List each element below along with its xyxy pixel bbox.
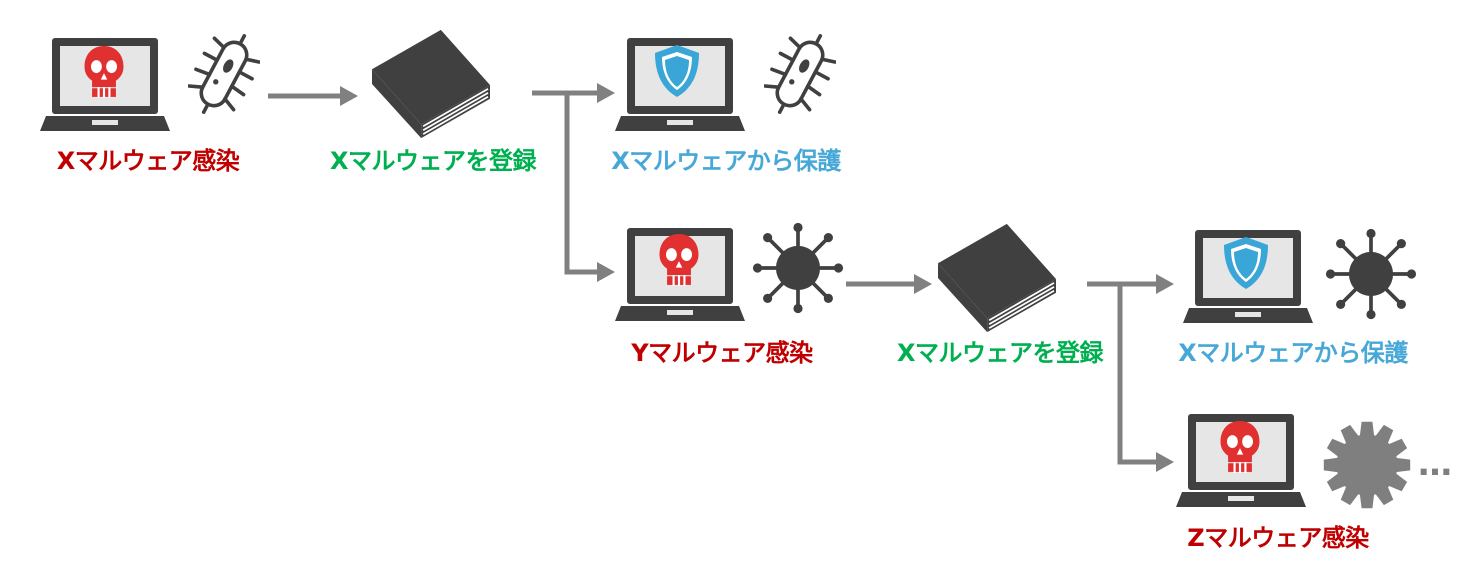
- label-x-register: Xマルウェアを登録: [329, 147, 537, 175]
- arrowhead: [597, 83, 615, 103]
- label-x-register: Xマルウェアを登録: [896, 339, 1104, 367]
- arrowhead: [597, 262, 615, 282]
- arrow-register2-to-z-infection: [1117, 284, 1156, 465]
- arrowhead: [1156, 274, 1174, 294]
- label-y-infection: Yマルウェア感染: [631, 339, 813, 367]
- arrowhead: [340, 86, 358, 106]
- gear-virus-icon: [1324, 422, 1410, 508]
- label-x-protected: Xマルウェアから保護: [611, 147, 841, 175]
- label-x-infection: Xマルウェア感染: [56, 147, 240, 175]
- bacteria-icon: [188, 24, 260, 124]
- label-z-infection: Zマルウェア感染: [1187, 524, 1369, 552]
- virus-icon: [1325, 228, 1417, 320]
- continuation-ellipsis: …: [1418, 444, 1452, 484]
- label-x-protected: Xマルウェアから保護: [1178, 339, 1408, 367]
- book-icon: [938, 223, 1056, 333]
- bacteria-icon: [764, 24, 836, 124]
- virus-icon: [752, 222, 844, 314]
- book-icon: [372, 29, 490, 139]
- arrowhead: [914, 274, 932, 294]
- arrow-register-to-y-infection: [564, 93, 597, 275]
- arrowhead: [1156, 452, 1174, 472]
